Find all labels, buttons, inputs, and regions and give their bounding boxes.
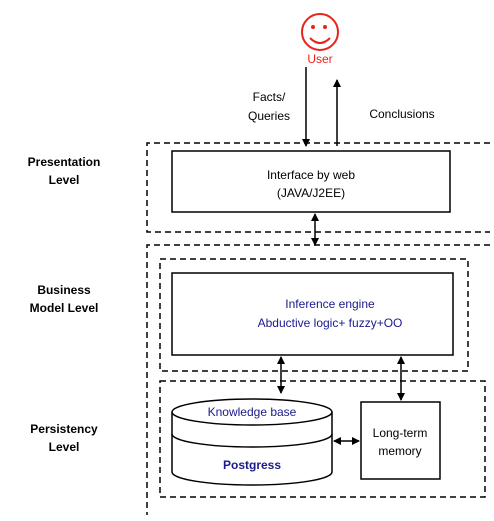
knowledge-base-label: Knowledge base bbox=[208, 405, 297, 419]
knowledge-base-cylinder bbox=[171, 398, 333, 486]
inference-line2: Abductive logic+ fuzzy+OO bbox=[258, 316, 403, 330]
presentation-level-line1: Presentation bbox=[28, 155, 101, 169]
interface-line2: (JAVA/J2EE) bbox=[277, 186, 345, 200]
queries-label: Queries bbox=[248, 109, 290, 123]
long-term-memory-box bbox=[360, 401, 441, 480]
postgress-label: Postgress bbox=[223, 458, 281, 472]
business-level-line2: Model Level bbox=[30, 301, 99, 315]
user-label: User bbox=[307, 52, 332, 66]
lower-region bbox=[146, 244, 490, 515]
inference-engine-box bbox=[171, 272, 454, 356]
inference-line1: Inference engine bbox=[285, 297, 375, 311]
presentation-level-line2: Level bbox=[49, 173, 80, 187]
memory-line2: memory bbox=[378, 444, 421, 458]
conclusions-label: Conclusions bbox=[369, 107, 434, 121]
business-level-line1: Business bbox=[37, 283, 91, 297]
persistency-level-line2: Level bbox=[49, 440, 80, 454]
persistency-level-line1: Persistency bbox=[30, 422, 98, 436]
persistency-region bbox=[159, 380, 486, 498]
memory-line1: Long-term bbox=[373, 426, 428, 440]
user-icon bbox=[301, 13, 339, 51]
business-region bbox=[159, 258, 469, 372]
interface-box bbox=[171, 150, 451, 213]
interface-line1: Interface by web bbox=[267, 168, 355, 182]
facts-label: Facts/ bbox=[253, 90, 286, 104]
